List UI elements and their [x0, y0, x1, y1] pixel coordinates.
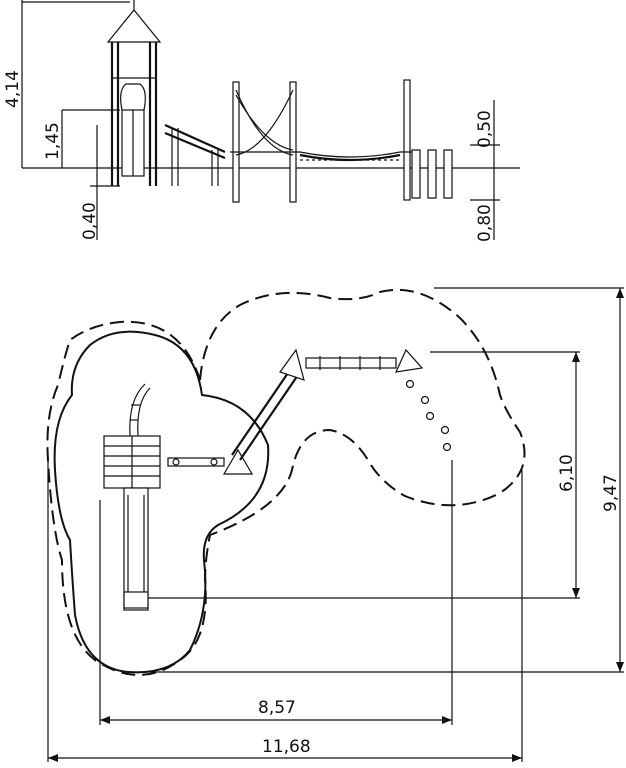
- post-triangle-1: [222, 448, 254, 475]
- dim-foundation-left: 0,40: [80, 202, 100, 240]
- climb-rail: [164, 123, 226, 154]
- rope-bridge-plan: [305, 357, 397, 369]
- tower-roof: [106, 9, 162, 43]
- bridge-deck: [230, 151, 420, 158]
- elevation-view: 4,14 1,45 0,40 0,50 0,80: [3, 0, 520, 242]
- plan-view: 8,57 11,68 6,10 9,47: [46, 287, 624, 762]
- diagonal-rope: [231, 369, 291, 456]
- post-triangle-2: [279, 348, 305, 381]
- dim-width-inner: 8,57: [258, 698, 296, 718]
- climb-rail-plan: [167, 457, 225, 467]
- dim-depth-inner: 6,10: [557, 454, 577, 492]
- post-triangle-3: [394, 348, 424, 373]
- play-area-outline: [53, 330, 270, 674]
- dim-depth-outer: 9,47: [601, 474, 621, 512]
- slide-top: [120, 83, 146, 111]
- dim-width-outer: 11,68: [262, 737, 311, 757]
- dim-total-height: 4,14: [3, 70, 23, 108]
- dim-foundation-right: 0,80: [475, 204, 495, 242]
- dim-rope-height: 0,50: [475, 110, 495, 148]
- bridge-post-1: [232, 81, 240, 203]
- dim-platform-height: 1,45: [43, 122, 63, 160]
- bridge-post-2: [289, 81, 297, 203]
- safety-zone-outline: [46, 288, 526, 676]
- bridge-post-3: [403, 79, 411, 201]
